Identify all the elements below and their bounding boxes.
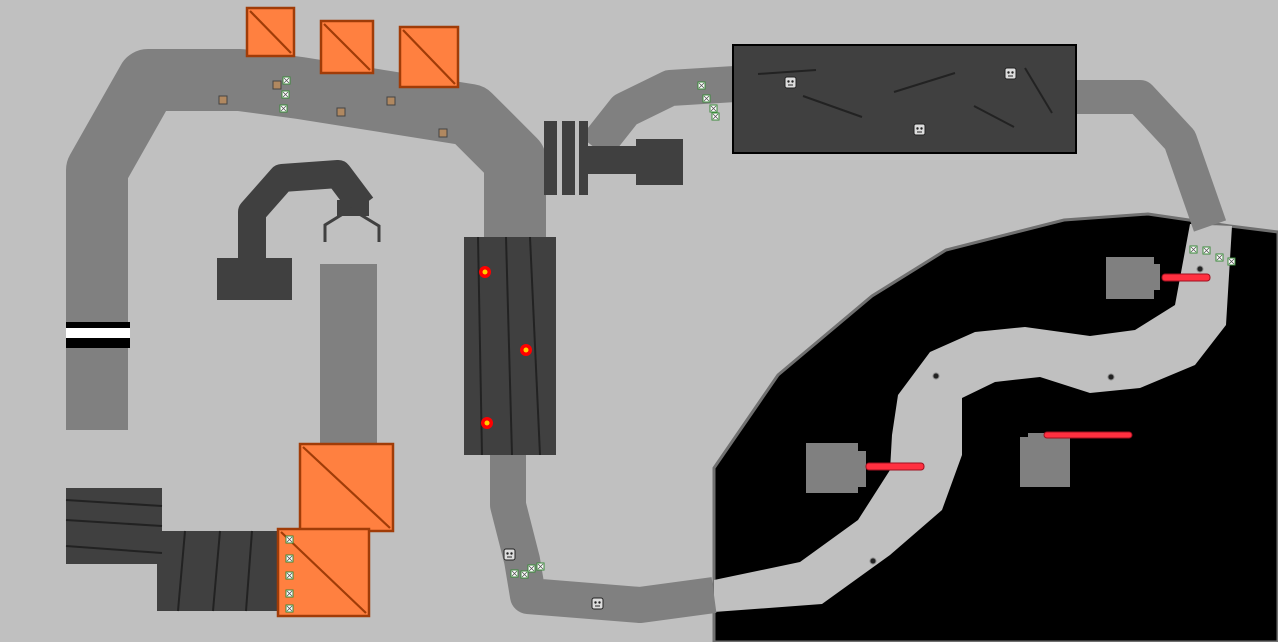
- laser-turret-icon[interactable]: [806, 443, 925, 493]
- spike-mine-icon[interactable]: [932, 372, 940, 380]
- fireball-icon[interactable]: [481, 417, 493, 429]
- coin-pickup-icon[interactable]: [272, 80, 282, 90]
- ring-icon[interactable]: [285, 604, 294, 613]
- wooden-crate-icon[interactable]: [245, 6, 296, 58]
- coin-pickup-icon[interactable]: [218, 95, 228, 105]
- fireball-icon[interactable]: [520, 344, 532, 356]
- crane-claw-icon: [217, 160, 381, 300]
- coin-pickup-icon[interactable]: [386, 96, 396, 106]
- track-right-curve: [1075, 80, 1227, 232]
- laser-turret-icon[interactable]: [1106, 257, 1211, 299]
- ring-icon[interactable]: [281, 90, 290, 99]
- ring-icon[interactable]: [1215, 253, 1224, 262]
- ring-icon[interactable]: [711, 112, 720, 121]
- skull-enemy-icon[interactable]: [784, 76, 797, 89]
- void-floor-path: [714, 224, 1232, 612]
- laser-turret-icon[interactable]: [1020, 431, 1133, 487]
- metal-bridge-center: [464, 236, 556, 456]
- wooden-crate-icon[interactable]: [319, 19, 375, 75]
- coin-pickup-icon[interactable]: [336, 107, 346, 117]
- vault-platform: [732, 44, 1077, 154]
- wooden-crate-icon[interactable]: [298, 442, 395, 533]
- skull-enemy-icon[interactable]: [503, 548, 516, 561]
- coin-pickup-icon[interactable]: [438, 128, 448, 138]
- ring-icon[interactable]: [702, 94, 711, 103]
- spike-mine-icon[interactable]: [869, 557, 877, 565]
- fireball-icon[interactable]: [479, 266, 491, 278]
- ring-icon[interactable]: [285, 589, 294, 598]
- ring-icon[interactable]: [520, 570, 529, 579]
- ring-icon[interactable]: [709, 104, 718, 113]
- ring-icon[interactable]: [1189, 245, 1198, 254]
- ring-icon[interactable]: [527, 564, 536, 573]
- ring-icon[interactable]: [510, 569, 519, 578]
- ring-icon[interactable]: [697, 81, 706, 90]
- finish-line-icon: [66, 322, 130, 348]
- wooden-crate-icon[interactable]: [398, 25, 460, 89]
- skull-enemy-icon[interactable]: [1004, 67, 1017, 80]
- spike-mine-icon[interactable]: [1196, 265, 1204, 273]
- ring-icon[interactable]: [1227, 257, 1236, 266]
- spike-mine-icon[interactable]: [1107, 373, 1115, 381]
- track-bottom-curve: [490, 455, 717, 623]
- metal-ramp-left: [65, 488, 287, 612]
- barrier-gate: [544, 121, 683, 195]
- ring-icon[interactable]: [279, 104, 288, 113]
- ring-icon[interactable]: [536, 562, 545, 571]
- skull-enemy-icon[interactable]: [591, 597, 604, 610]
- ring-icon[interactable]: [285, 554, 294, 563]
- ring-icon[interactable]: [285, 571, 294, 580]
- runway-pad: [320, 264, 377, 454]
- skull-enemy-icon[interactable]: [913, 123, 926, 136]
- ring-icon[interactable]: [285, 535, 294, 544]
- ring-icon[interactable]: [282, 76, 291, 85]
- track-top-loop: [66, 49, 546, 430]
- ring-icon[interactable]: [1202, 246, 1211, 255]
